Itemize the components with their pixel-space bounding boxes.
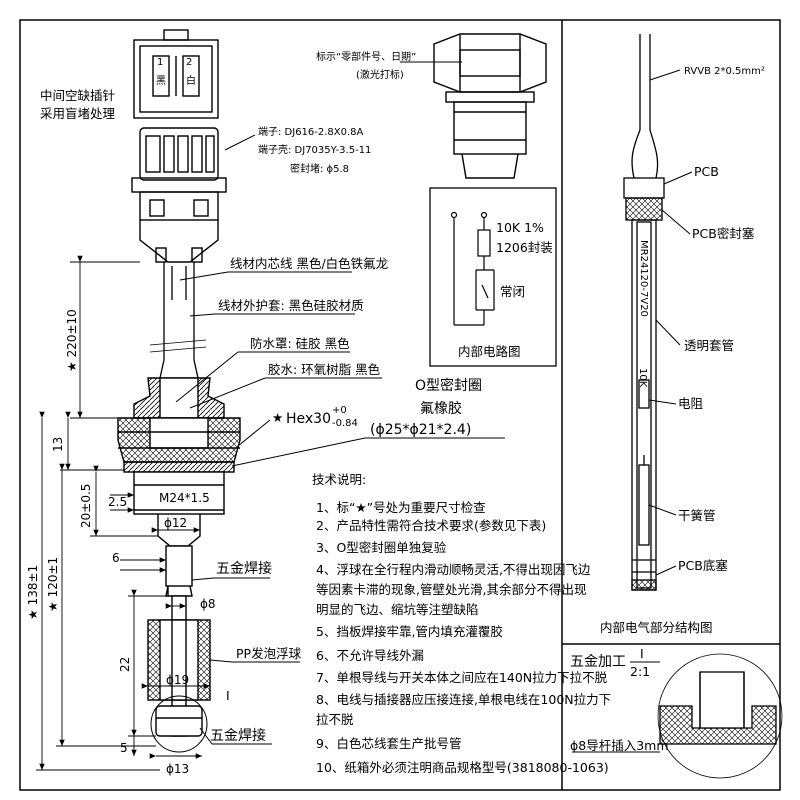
detail-view bbox=[657, 653, 783, 779]
oring-leader bbox=[231, 437, 366, 467]
circuit-resistor-label-1: 10K 1% bbox=[496, 220, 544, 235]
dim-2-5: 2.5 bbox=[108, 495, 127, 509]
dim-phi12: ϕ12 bbox=[164, 516, 187, 530]
dim-138: ★ 138±1 bbox=[26, 565, 40, 620]
oring-label-3: (ϕ25*ϕ21*2.4) bbox=[370, 422, 471, 438]
seal-plug-label: 密封堵: ϕ5.8 bbox=[290, 162, 349, 175]
welding-label-2: 五金焊接 bbox=[210, 727, 266, 744]
pcb-label: PCB bbox=[694, 164, 719, 179]
tech-note-item: 明显的飞边、缩坑等注塑缺陷 bbox=[316, 602, 479, 617]
connector-front-view bbox=[133, 29, 219, 119]
blind-pin-note-2: 采用盲堵处理 bbox=[40, 106, 116, 121]
sheet-border bbox=[19, 19, 781, 791]
dim-22: 22 bbox=[118, 657, 132, 672]
tech-note-item: 5、挡板焊接牢靠,管内填充灌覆胶 bbox=[316, 624, 503, 639]
dim-5: 5 bbox=[120, 741, 128, 755]
thread-label: M24*1.5 bbox=[159, 491, 210, 505]
dim-13: 13 bbox=[51, 437, 65, 452]
potting-leader bbox=[189, 377, 266, 409]
dim-120: ★ 120±1 bbox=[46, 557, 60, 612]
sensor-head bbox=[117, 377, 241, 587]
connector-white-label: 白 bbox=[186, 74, 196, 87]
marked-part-view bbox=[433, 33, 547, 179]
detail-note: ϕ8导杆插入3mm bbox=[570, 738, 669, 753]
tech-note-item: 拉不脱 bbox=[316, 712, 354, 727]
terminal-shell-label: 端子壳: DJ7035Y-3.5-11 bbox=[258, 143, 371, 156]
terminal-label: 端子: DJ616-2.8X0.8A bbox=[258, 125, 364, 138]
circuit-title: 内部电路图 bbox=[458, 344, 521, 359]
circuit-box bbox=[429, 187, 557, 367]
pcb-seal-label: PCB密封塞 bbox=[692, 226, 755, 241]
tech-note-item: 7、单根导线与开关本体之间应在140N拉力下拉不脱 bbox=[316, 670, 608, 685]
pcb-10k: 10K bbox=[637, 368, 648, 388]
tube-label: 透明套管 bbox=[684, 338, 734, 353]
circuit-switch-label: 常闭 bbox=[500, 284, 525, 299]
tech-note-item: 1、标“★”号处为重要尺寸检查 bbox=[316, 500, 486, 515]
dim-phi13: ϕ13 bbox=[166, 762, 189, 776]
hex-label: Hex30 bbox=[286, 411, 331, 427]
terminal-leader bbox=[224, 134, 256, 151]
pcb-part-number: MR24120-7V20 bbox=[638, 240, 649, 317]
tech-note-item: 等因素卡滞的现象,管壁处光滑,其余部分不得出现 bbox=[316, 582, 586, 597]
hex-leader bbox=[237, 419, 271, 447]
tech-notes: 技术说明: 1、标“★”号处为重要尺寸检查 2、产品特性需符合技术要求(参数见下… bbox=[312, 472, 611, 775]
reed-label: 干簧管 bbox=[678, 508, 716, 523]
cable-spec-label: RVVB 2*0.5mm² bbox=[684, 66, 765, 77]
outer-sheath-label: 线材外护套: 黑色硅胶材质 bbox=[218, 298, 364, 313]
dimension-lines bbox=[36, 255, 210, 771]
dim-phi19: ϕ19 bbox=[166, 673, 189, 687]
blind-pin-note-1: 中间空缺插针 bbox=[40, 88, 115, 103]
circuit-resistor-label-2: 1206封装 bbox=[496, 240, 553, 255]
connector-pin-1: 1 bbox=[157, 57, 163, 68]
tech-notes-title: 技术说明: bbox=[312, 472, 366, 487]
tech-note-item: 3、O型密封圈单独复验 bbox=[316, 540, 447, 555]
internal-structure bbox=[623, 34, 665, 591]
hex-tol-lower: -0.84 bbox=[332, 418, 358, 429]
marking-label-2: (激光打标) bbox=[356, 68, 404, 81]
core-wire-label: 线材内芯线 黑色/白色铁氟龙 bbox=[230, 256, 388, 271]
section-mark: I bbox=[226, 688, 230, 703]
waterproof-cover-label: 防水罩: 硅胶 黑色 bbox=[250, 336, 350, 351]
hex-tol-upper: +0 bbox=[332, 405, 347, 416]
float-ball-label: PP发泡浮球 bbox=[236, 646, 302, 661]
dim-20: 20±0.5 bbox=[79, 484, 93, 528]
core-wire-leader bbox=[179, 271, 229, 281]
resistor-label: 电阻 bbox=[678, 396, 704, 411]
dim-phi8: ϕ8 bbox=[200, 597, 216, 611]
hex-star: ★ bbox=[272, 410, 283, 425]
pcb-plug-label: PCB底塞 bbox=[678, 558, 728, 573]
cable bbox=[149, 262, 207, 379]
internal-circuit bbox=[450, 211, 495, 326]
tech-note-item: 2、产品特性需符合技术要求(参数见下表) bbox=[316, 518, 546, 533]
tech-note-item: 6、不允许导线外漏 bbox=[316, 648, 424, 663]
outer-sheath-leader bbox=[189, 313, 216, 317]
tech-note-item: 9、白色芯线套生产批号管 bbox=[316, 736, 461, 751]
tech-note-item: 10、纸箱外必须注明商品规格型号(3818080-1063) bbox=[316, 760, 609, 775]
detail-title: 五金加工 bbox=[570, 654, 626, 670]
welding-label-1: 五金焊接 bbox=[216, 560, 272, 577]
connector-side-view bbox=[131, 127, 227, 263]
oring-label-2: 氟橡胶 bbox=[420, 400, 462, 417]
dim-6: 6 bbox=[112, 551, 120, 565]
potting-label: 胶水: 环氧树脂 黑色 bbox=[268, 362, 381, 377]
connector-pin-2: 2 bbox=[186, 57, 192, 68]
detail-ratio-top: I bbox=[640, 646, 644, 661]
oring-label-1: O型密封圈 bbox=[415, 377, 482, 394]
detail-ratio-bottom: 2:1 bbox=[630, 664, 650, 679]
tech-note-item: 4、浮球在全行程内滑动顺畅灵活,不得出现因飞边 bbox=[316, 562, 591, 577]
marking-label-1: 标示“零部件号、日期” bbox=[316, 50, 416, 63]
dim-220: ★ 220±10 bbox=[65, 309, 79, 372]
waterproof-leader bbox=[175, 351, 239, 403]
structure-title: 内部电气部分结构图 bbox=[600, 620, 713, 635]
tech-note-item: 8、电线与插接器应压接连接,单根电线在100N拉力下 bbox=[316, 692, 611, 707]
connector-black-label: 黑 bbox=[156, 75, 166, 87]
